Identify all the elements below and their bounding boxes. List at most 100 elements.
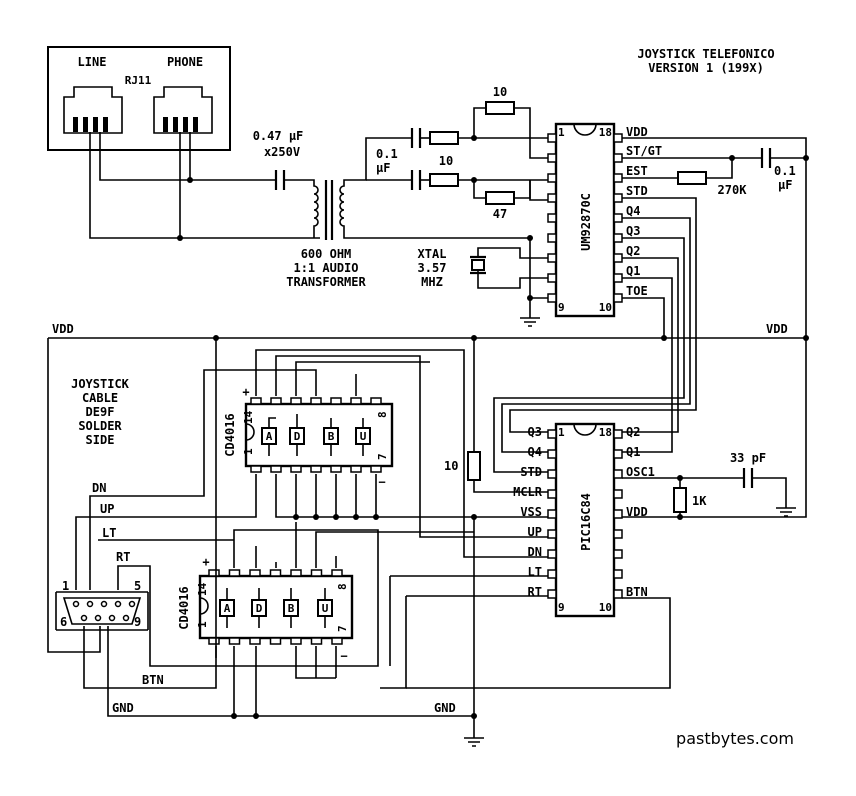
wire-line-b [99, 132, 270, 181]
dtmf-right-pin-3 [613, 173, 623, 183]
ic-dtmf-um92870c: UM92870C 1 9 18 10 VDD ST/GT EST STD Q4 … [547, 122, 662, 318]
joystick-line1: JOYSTICK [71, 377, 130, 391]
xtal-line3: MHZ [421, 275, 443, 289]
cd4016-bottom-pin-bottom-3 [249, 637, 261, 645]
ic-cd4016-top: CD4016 1 14 8 7 + − A D B U [223, 385, 394, 489]
gnd-rail [107, 626, 234, 717]
dtmf-left-pin-5 [547, 213, 557, 223]
cd4016-bottom-pin-top-5 [290, 569, 302, 577]
wire-dn [89, 369, 317, 590]
joystick-line5: SIDE [86, 433, 115, 447]
dtmf-right-pin-4 [613, 193, 623, 203]
dtmf-label-q1: Q1 [626, 264, 640, 278]
pic-label-lt: LT [528, 565, 542, 579]
cd4016-bottom-pin-bottom-4 [269, 637, 282, 645]
cap01-right-v2: μF [778, 178, 792, 192]
audio-transformer: 600 OHM 1:1 AUDIO TRANSFORMER [286, 179, 530, 289]
cd4016-top-pin-top-1 [250, 397, 262, 405]
cd4016-bottom-name: CD4016 [177, 586, 191, 629]
cap01-right-v1: 0.1 [774, 164, 796, 178]
dtmf-right-pin-6 [613, 233, 623, 243]
gnd-symbol-dtmf [520, 317, 540, 327]
dtmf-pin18: 18 [599, 126, 612, 139]
pic-pin1: 1 [558, 426, 565, 439]
jack-label-line: LINE [78, 55, 107, 69]
dtmf-label-toe: TOE [626, 284, 648, 298]
cd4016-top-pin-top-6 [350, 397, 362, 405]
joystick-line3: DE9F [86, 405, 115, 419]
cd4016-top-pin-top-5 [330, 397, 342, 405]
res-47-label: 47 [493, 207, 507, 221]
xtal-line2: 3.57 [418, 261, 447, 275]
wire-q1 [622, 277, 673, 453]
dtmf-left-pin-8 [547, 273, 557, 283]
cd4016-bottom-pin-top-7 [331, 569, 343, 577]
wire-line-a [89, 132, 320, 239]
pic-right-pin-1 [613, 429, 623, 439]
res-mid-label: 10 [439, 154, 453, 168]
pic-label-dn: DN [528, 545, 542, 559]
resistor-10-mclr [467, 451, 481, 481]
cd4016-top-pin14: 14 [242, 410, 255, 424]
db9-pin9: 9 [134, 615, 141, 629]
cd4016-bottom-pin1: 1 [196, 621, 209, 628]
db9-connector: 1 5 6 9 [55, 579, 149, 631]
joystick-line4: SOLDER [78, 419, 122, 433]
cd4016-bottom-plus: + [202, 555, 209, 569]
cap-047-value: 0.47 μF [253, 129, 304, 143]
cd4016-top-pin-top-7 [370, 397, 382, 405]
res-mclr-label: 10 [444, 459, 458, 473]
cap01-left-v1: 0.1 [376, 147, 398, 161]
resistor-10-mid [429, 173, 459, 187]
cd4016-bottom-sw-d: D [256, 602, 263, 615]
pic-label-q2: Q2 [626, 425, 640, 439]
cd4016-top-pin-bottom-3 [290, 465, 302, 473]
wire-q3 [493, 237, 685, 473]
dtmf-label-q3: Q3 [626, 224, 640, 238]
cd4016-bottom-pin-bottom-5 [290, 637, 302, 645]
cd4016-top-sw-b: B [328, 430, 335, 443]
pic-right-pin-3 [613, 469, 623, 479]
pic-label-std: STD [520, 465, 542, 479]
jack-phone-outline [153, 86, 213, 134]
cd4016-bottom-pin-bottom-6 [310, 637, 323, 645]
gnd-left-label: GND [112, 701, 134, 715]
cd4016-bottom-pin-bottom-7 [331, 637, 343, 645]
wire-lt [117, 529, 379, 667]
ic-cd4016-bottom: CD4016 1 14 8 7 + − A D B U [177, 555, 354, 663]
dtmf-label-stgt: ST/GT [626, 144, 662, 158]
pic-left-pin-3 [547, 469, 557, 479]
pic-right-pin-8 [613, 569, 623, 579]
cd4016-bottom-pin14: 14 [196, 582, 209, 596]
crystal: XTAL 3.57 MHZ [418, 247, 548, 289]
dtmf-pin10: 10 [599, 301, 612, 314]
pic-right-pin-2 [613, 449, 623, 459]
cd4016-bottom-pin-top-3 [249, 569, 261, 577]
cd4016-top-pin-bottom-1 [250, 465, 262, 473]
resistor-47 [485, 191, 515, 205]
cd4016-bottom-minus: − [340, 649, 347, 663]
cd4016-top-minus: − [378, 475, 385, 489]
dtmf-right-pin-2 [613, 153, 623, 163]
cd4016-top-pin-bottom-6 [350, 465, 362, 473]
dtmf-left-pin-2 [547, 153, 557, 163]
cd4016-bottom-pin-top-2 [228, 569, 241, 577]
pic-label-rt: RT [528, 585, 542, 599]
pic-pin9: 9 [558, 601, 565, 614]
title-line2: VERSION 1 (199X) [648, 61, 764, 75]
pic-label-osc1: OSC1 [626, 465, 655, 479]
vdd-left-label: VDD [52, 322, 74, 336]
pic-label-mclr: MCLR [513, 485, 543, 499]
pic-name: PIC16C84 [579, 493, 593, 551]
rj11-jacks: LINE PHONE RJ11 [47, 46, 231, 151]
cd4016-bottom-pin-bottom-1 [208, 637, 220, 645]
pic-left-pin-2 [547, 449, 557, 459]
dtmf-left-pin-4 [547, 193, 557, 203]
cd4016-top-pin-top-2 [270, 397, 282, 405]
gnd-symbol-osc [776, 507, 796, 517]
pic-left-pin-8 [547, 569, 557, 579]
cd4016-bottom-pin-top-4 [269, 569, 282, 577]
cd4016-top-sw-d: D [294, 430, 301, 443]
gnd-right-label: GND [434, 701, 456, 715]
pic-left-pin-6 [547, 529, 557, 539]
